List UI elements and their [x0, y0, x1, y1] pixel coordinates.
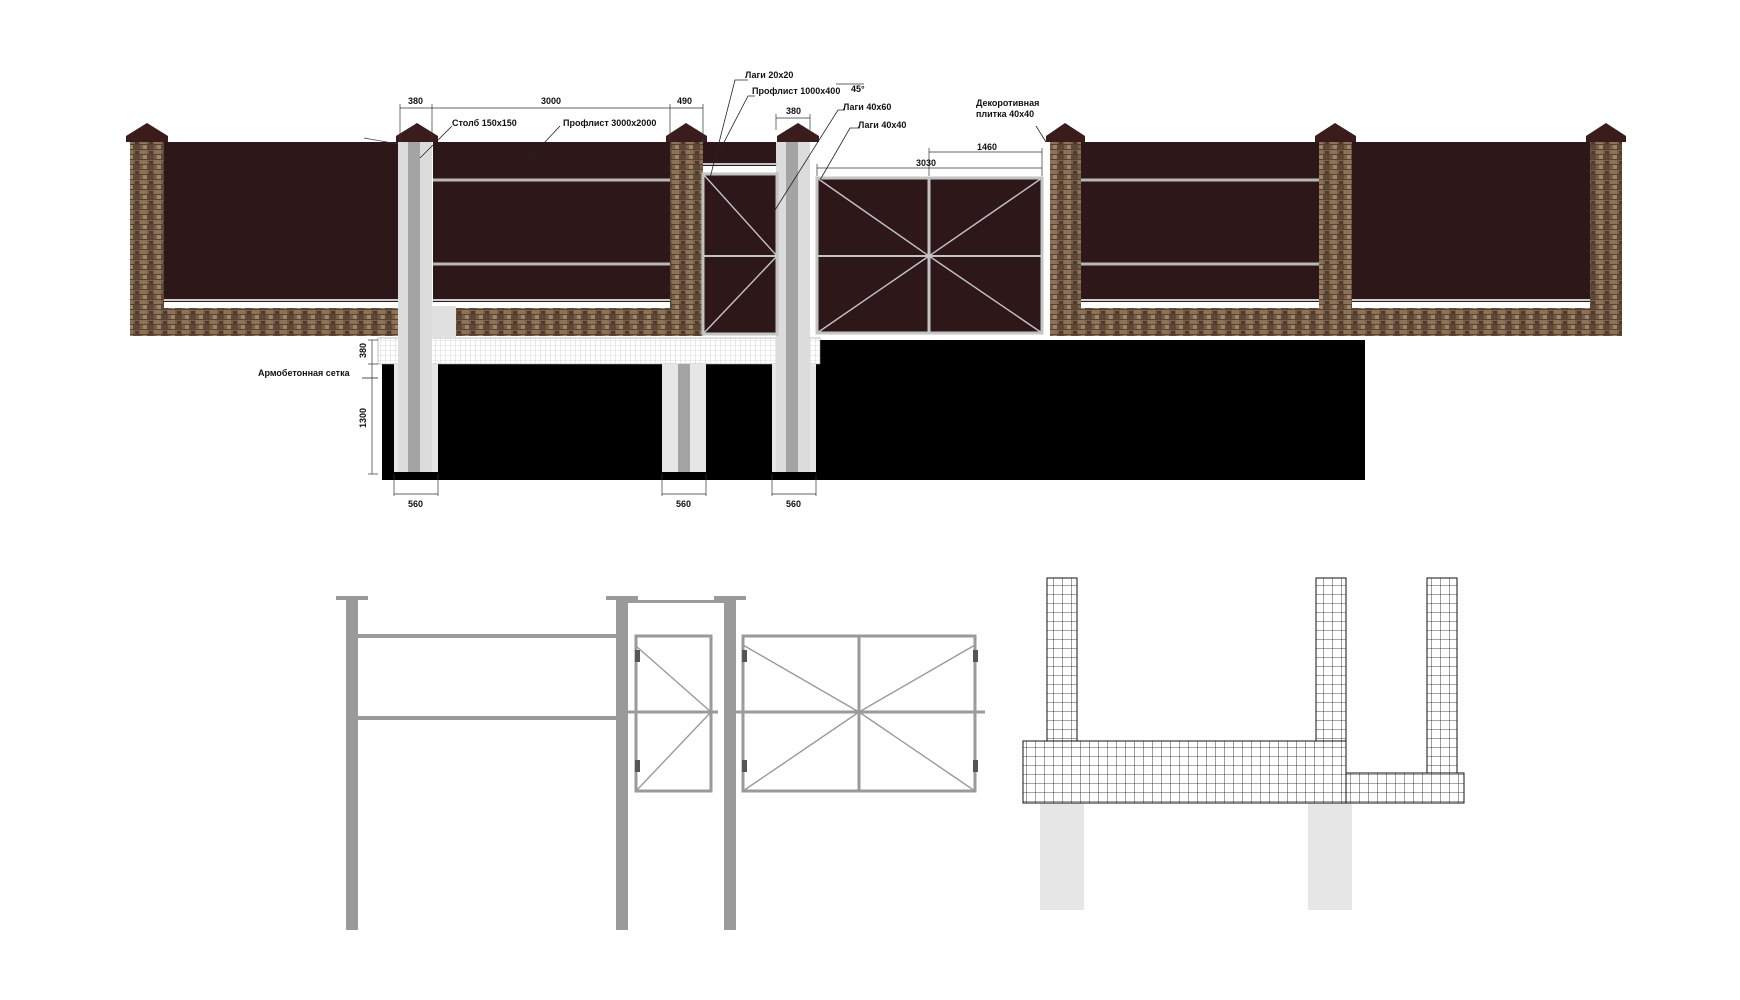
frame-lag-upper — [358, 634, 616, 638]
wicket-sheet — [701, 172, 779, 336]
dim-pile-width-3: 560 — [786, 499, 801, 509]
front-elevation: 380 3000 490 380 1460 3030 380 1300 560 … — [126, 70, 1626, 509]
dim-gate-span: 3030 — [916, 158, 936, 168]
steel-post-panel-core — [408, 142, 420, 472]
gate-hinge-4 — [973, 760, 978, 772]
gate-hinge-3 — [973, 650, 978, 662]
label-proflist-1000x400: Профлист 1000x400 — [752, 86, 840, 96]
steel-post-wicket-core — [678, 364, 690, 472]
label-stolb-150x150: Столб 150x150 — [452, 118, 517, 128]
frame-wicket — [628, 634, 718, 793]
pillar-cap-1 — [126, 123, 168, 142]
frame-post-3 — [724, 600, 736, 930]
foundation-column-2 — [1315, 577, 1347, 742]
label-lagi-20x20: Лаги 20x20 — [745, 70, 793, 80]
armobeton-strip — [377, 337, 821, 365]
brick-pillar-2 — [670, 142, 703, 336]
leader-lines — [362, 79, 1047, 379]
frame-post-1 — [346, 600, 358, 930]
frame-gate — [736, 634, 985, 793]
dim-panel-span: 3000 — [541, 96, 561, 106]
dim-strip-height: 380 — [358, 343, 368, 358]
profile-sheet-panel-4 — [1352, 142, 1590, 302]
frame-lag-lower — [358, 716, 616, 720]
brick-pillar-1 — [130, 142, 164, 336]
profile-sheet-panel-2 — [433, 142, 670, 302]
pillar-caps — [126, 123, 1626, 142]
label-proflist-3000x2000: Профлист 3000x2000 — [563, 118, 656, 128]
dim-wicket-span: 490 — [677, 96, 692, 106]
dim-gate-leaf: 1460 — [977, 142, 997, 152]
profile-sheet-panel-1 — [164, 142, 400, 302]
panel-rails — [164, 178, 1590, 301]
frame-post-1-cap — [336, 596, 368, 600]
gate-hinge-1 — [742, 650, 747, 662]
pillar-cap-6 — [1315, 123, 1356, 142]
foundation-column-3 — [1426, 577, 1458, 774]
dim-pile-width-2: 560 — [676, 499, 691, 509]
dim-pile-width-1: 560 — [408, 499, 423, 509]
label-angle-45: 45° — [851, 84, 865, 94]
foundation-pile-right — [1308, 802, 1352, 910]
profile-sheet-top-strip — [700, 142, 778, 166]
frame-post-3-cap — [714, 596, 746, 600]
frame-top-lag-wicket — [628, 600, 724, 603]
foundation-scheme — [1022, 577, 1465, 910]
brick-plinth-middle — [443, 308, 703, 336]
pillar-cap-5 — [1046, 123, 1085, 142]
pillar-cap-2 — [396, 123, 438, 142]
brick-plinth-left — [130, 308, 403, 336]
brick-pillars — [130, 142, 1622, 336]
foundation-strip — [1022, 740, 1347, 804]
dim-gate-pillar-width: 380 — [786, 106, 801, 116]
label-lagi-40x40: Лаги 40x40 — [858, 120, 906, 130]
foundation-pile-left — [1040, 802, 1084, 910]
label-lagi-40x60: Лаги 40x60 — [843, 102, 891, 112]
brick-pillar-5 — [1590, 142, 1622, 336]
steel-posts — [398, 142, 810, 472]
gate-hinge-2 — [742, 760, 747, 772]
post-base-plate — [432, 306, 456, 338]
label-decor-tile-line1: Декоротивная — [976, 98, 1039, 108]
pillar-cap-7 — [1586, 123, 1626, 142]
dim-pillar-width: 380 — [408, 96, 423, 106]
gate — [815, 176, 1044, 335]
wicket-hinge-2 — [635, 760, 640, 772]
brick-pillar-4 — [1319, 142, 1352, 336]
wicket — [701, 163, 779, 336]
label-decor-tile-line2: плитка 40x40 — [976, 109, 1034, 119]
foundation-strip-gate — [1345, 772, 1465, 804]
foundation-column-1 — [1046, 577, 1078, 742]
pillar-cap-3 — [666, 123, 707, 142]
dim-foundation-depth: 1300 — [358, 408, 368, 428]
dimension-lines — [363, 83, 1043, 496]
steel-post-gate-core — [786, 142, 798, 472]
pillar-cap-4 — [777, 123, 819, 142]
label-armobeton-mesh: Армобетонная сетка — [258, 368, 351, 378]
brick-pillar-3 — [1050, 142, 1081, 336]
wicket-hinge-1 — [635, 650, 640, 662]
steel-frame-scheme — [336, 596, 985, 930]
profile-sheet-panel-3 — [1081, 142, 1319, 302]
frame-post-2 — [616, 600, 628, 930]
frame-post-2-cap — [606, 596, 638, 600]
